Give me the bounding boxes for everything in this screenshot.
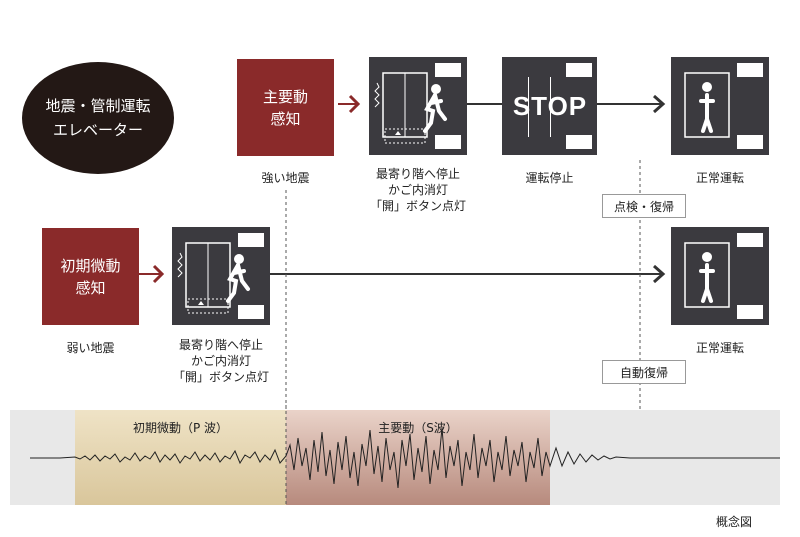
weak-quake-caption: 弱い地震 [66, 341, 115, 355]
trigger-line-1: 主要動 [262, 87, 308, 106]
inspection-restore-tag: 点検・復帰 [602, 194, 686, 218]
strong-quake-caption: 強い地震 [261, 171, 310, 185]
row1-step1-caption: 最寄り階へ停止 かご内消灯 「開」ボタン点灯 [369, 167, 466, 213]
auto-restore-tag: 自動復帰 [602, 360, 686, 384]
title-circle: 地震・管制運転 エレベーター [22, 62, 174, 174]
row2-step1-caption: 最寄り階へ停止 かご内消灯 「開」ボタン点灯 [172, 338, 269, 384]
trigger-line-1: 初期微動 [60, 256, 121, 275]
row1-normal-caption: 正常運転 [695, 171, 744, 185]
elevator-normal-icon [671, 227, 769, 325]
stop-panel: STOP [502, 57, 597, 155]
primary-motion-sensing-box: 主要動 感知 [237, 59, 334, 156]
elevator-normal-icon [671, 57, 769, 155]
initial-motion-sensing-box: 初期微動 感知 [42, 228, 139, 325]
concept-diagram-note: 概念図 [716, 515, 753, 529]
trigger-line-2: 感知 [75, 278, 106, 297]
elevator-evacuate-icon [369, 57, 467, 155]
title-line-1: 地震・管制運転 [45, 97, 151, 115]
s-wave-label: 主要動（S波） [378, 421, 458, 435]
s-wave-band [286, 410, 550, 505]
operation-stop-caption: 運転停止 [525, 171, 574, 185]
elevator-evacuate-icon [172, 227, 270, 325]
title-line-2: エレベーター [52, 121, 143, 139]
row2-normal-caption: 正常運転 [695, 341, 744, 355]
trigger-line-2: 感知 [270, 109, 301, 128]
p-wave-label: 初期微動（P 波） [132, 421, 229, 435]
stop-text: STOP [512, 91, 588, 121]
